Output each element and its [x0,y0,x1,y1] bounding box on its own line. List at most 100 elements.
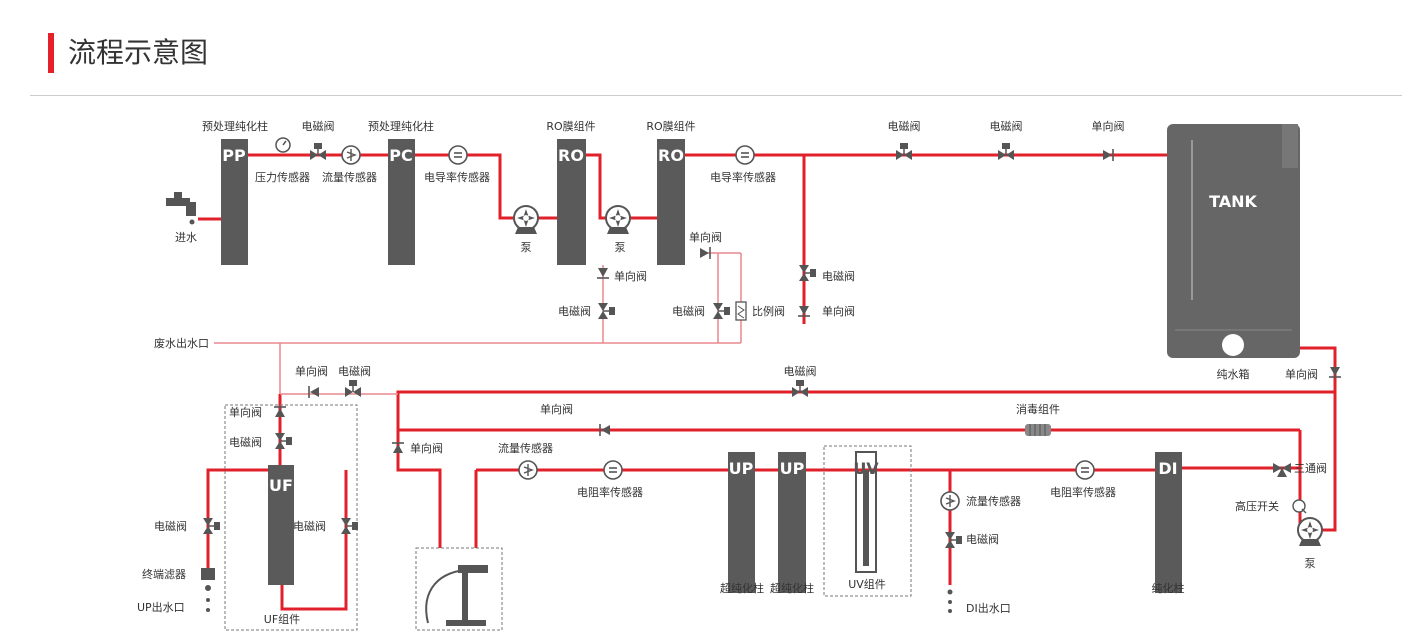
up1-column [728,452,755,593]
solenoid-label: 电磁阀 [822,269,855,283]
conductivity-sensor-icon [735,145,755,165]
check-valve-label: 单向阀 [1285,367,1318,381]
ro2-short: RO [658,146,684,165]
pp-short: PP [222,146,246,165]
pump-icon [1297,517,1323,547]
ro1-column [557,139,586,265]
pc-label: 预处理纯化柱 [368,119,434,133]
solenoid-icon [340,517,359,535]
inlet-label: 进水 [175,231,197,244]
check-valve-icon [797,305,811,317]
ro2-label: RO膜组件 [646,119,695,133]
resistivity-sensor-icon [1075,460,1095,480]
pp-label: 预处理纯化柱 [202,119,268,133]
waste-outlet-label: 废水出水口 [154,336,209,350]
check-valve-label: 单向阀 [614,269,647,283]
check-valve-icon [273,406,287,418]
check-valve-icon [596,267,610,279]
disinfection-icon [1025,424,1051,436]
check-valve-label: 单向阀 [540,402,573,416]
pp-column [221,139,248,265]
resistivity-sensor-label: 电阻率传感器 [577,485,643,499]
up2-short: UP [780,459,805,478]
solenoid-icon [997,142,1015,161]
flow-sensor-icon [940,491,960,511]
check-valve-label: 单向阀 [295,364,328,378]
conductivity-sensor-label: 电导率传感器 [424,170,490,184]
disinfection-label: 消毒组件 [1016,402,1060,416]
flow-sensor-icon [341,145,361,165]
pressure-gauge-icon [275,137,291,153]
ro1-label: RO膜组件 [546,119,595,133]
solenoid-label: 电磁阀 [338,364,371,378]
dispenser-icon [425,565,488,626]
solenoid-label: 电磁阀 [990,119,1023,133]
header-accent-bar [48,33,54,73]
di-outlet-label: DI出水口 [966,601,1011,615]
check-valve-icon [1102,148,1114,162]
resistivity-sensor-label: 电阻率传感器 [1050,485,1116,499]
check-valve-icon [599,423,611,437]
solenoid-icon [712,302,731,320]
solenoid-icon [944,531,963,549]
uv-label: UV组件 [848,577,886,591]
tank-short: TANK [1209,192,1257,211]
header-divider [30,95,1402,96]
solenoid-label: 电磁阀 [293,519,326,533]
up1-label: 超纯化柱 [720,581,764,595]
di-outlet-drops [947,589,953,613]
check-valve-icon [308,385,320,399]
up2-label: 超纯化柱 [770,581,814,595]
conductivity-sensor-label: 电导率传感器 [710,170,776,184]
pump-label: 泵 [521,241,532,254]
solenoid-label: 电磁阀 [784,364,817,378]
uv-box [823,445,912,597]
three-way-label: 三通阀 [1294,461,1327,475]
solenoid-label: 电磁阀 [229,435,262,449]
check-valve-label: 单向阀 [1092,119,1125,133]
pump-icon [605,205,631,235]
pc-short: PC [389,146,412,165]
drain-lines [214,252,742,395]
check-valve-icon [391,442,405,454]
uf-short: UF [269,476,293,495]
ro2-column [657,139,685,265]
uf-label: UF组件 [264,612,300,626]
pc-column [388,139,415,265]
uf-column [268,465,294,585]
check-valve-label: 单向阀 [689,230,722,244]
check-valve-label: 单向阀 [229,405,262,419]
flow-sensor-label: 流量传感器 [498,441,553,455]
pump-label: 泵 [615,241,626,254]
three-way-valve-icon [1273,463,1291,477]
check-valve-icon [1328,366,1342,378]
solenoid-icon [895,142,913,161]
solenoid-label: 电磁阀 [154,519,187,533]
flow-sensor-label: 流量传感器 [966,494,1021,508]
pressure-sensor-label: 压力传感器 [255,171,310,184]
ro1-short: RO [558,146,584,165]
proportional-valve-label: 比例阀 [752,304,785,318]
tank [1167,124,1300,358]
proportional-valve-icon [735,301,747,321]
di-short: DI [1158,459,1177,478]
up-outlet-label: UP出水口 [137,600,185,614]
up1-short: UP [729,459,754,478]
dispenser-box [415,547,503,631]
solenoid-label: 电磁阀 [672,304,705,318]
terminal-filter-label: 终端滤器 [142,567,186,581]
solenoid-label: 电磁阀 [302,119,335,133]
solenoid-icon [274,432,293,450]
pump-label: 泵 [1305,557,1316,570]
high-pressure-switch-label: 高压开关 [1235,499,1279,513]
up2-column [778,452,806,593]
di-label: 纯化柱 [1152,581,1185,595]
solenoid-icon [202,517,221,535]
solenoid-icon [309,142,327,161]
di-column [1155,452,1182,593]
solenoid-icon [798,264,817,282]
terminal-filter-icon [201,568,215,612]
high-pressure-switch-icon [1292,499,1307,514]
uv-lamp [855,451,877,573]
